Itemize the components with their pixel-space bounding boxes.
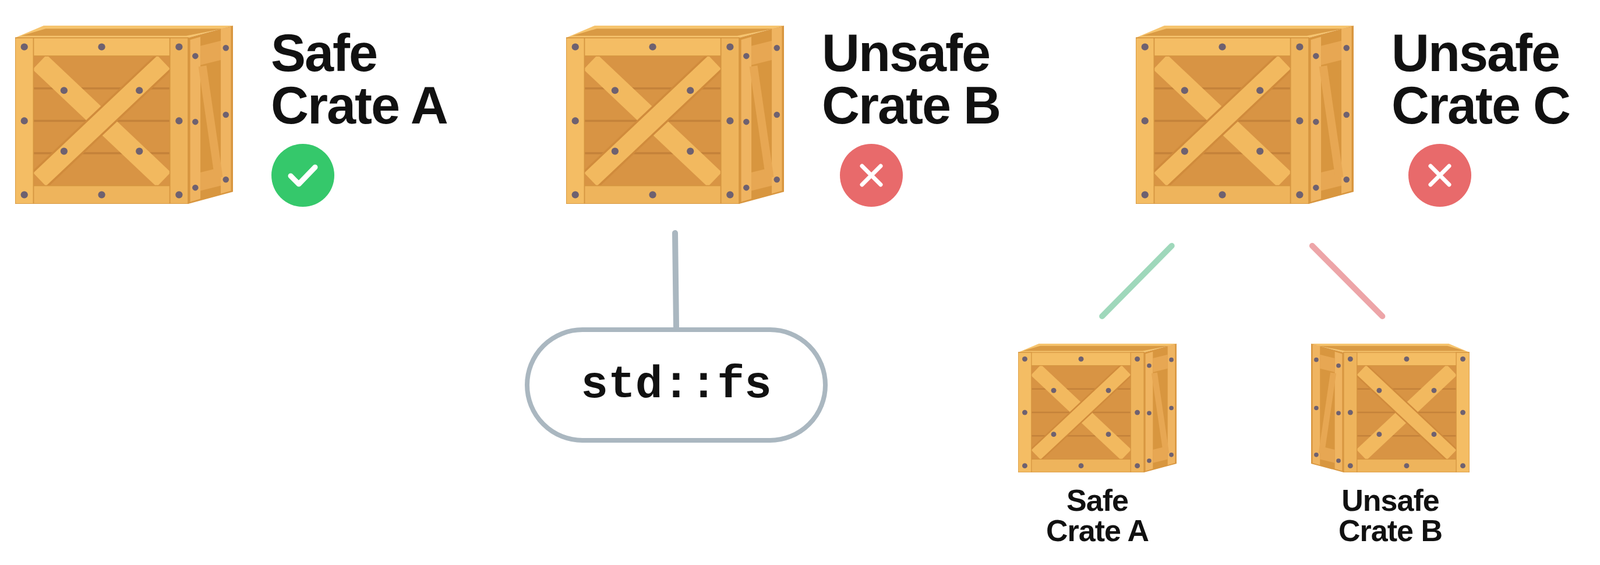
crate-shape: [1135, 25, 1354, 204]
crate-label: Unsafe Crate C: [1391, 26, 1590, 132]
crate-label: Unsafe Crate B: [1323, 485, 1458, 546]
cross-circle: [1408, 143, 1472, 207]
crate-label: Unsafe Crate B: [821, 26, 1032, 132]
check-circle: [271, 143, 335, 207]
cross-circle: [839, 143, 903, 207]
cross-icon: [1408, 143, 1472, 207]
crate-illustration: [1135, 25, 1354, 204]
crate-shape: [1311, 343, 1470, 473]
check-icon: [271, 143, 335, 207]
crate-label: Safe Crate A: [1030, 485, 1165, 546]
crate-illustration: [1018, 343, 1177, 473]
crate-node: Unsafe Crate C: [1135, 25, 1354, 204]
cross-mark: [862, 165, 881, 185]
crate-node: Unsafe Crate B: [1311, 343, 1470, 473]
crate-illustration: [1311, 343, 1470, 473]
crate-node: Unsafe Crate B: [566, 25, 784, 204]
crate-illustration: [566, 25, 784, 204]
cross-icon: [839, 143, 903, 207]
dependency-line: [1102, 245, 1172, 317]
module-pill: std::fs: [524, 327, 828, 443]
crate-shape: [1018, 343, 1177, 473]
crate-node: Safe Crate A: [15, 25, 233, 204]
check-mark: [290, 167, 316, 185]
crate-shape: [15, 25, 233, 204]
module-name: std::fs: [580, 362, 772, 408]
crate-shape: [566, 25, 784, 204]
cross-mark: [1430, 165, 1450, 185]
dependency-line: [1312, 245, 1383, 317]
crate-label: Safe Crate A: [270, 26, 481, 132]
crate-node: Safe Crate A: [1018, 343, 1177, 473]
crate-illustration: [15, 25, 233, 204]
dependency-line: [675, 232, 677, 328]
